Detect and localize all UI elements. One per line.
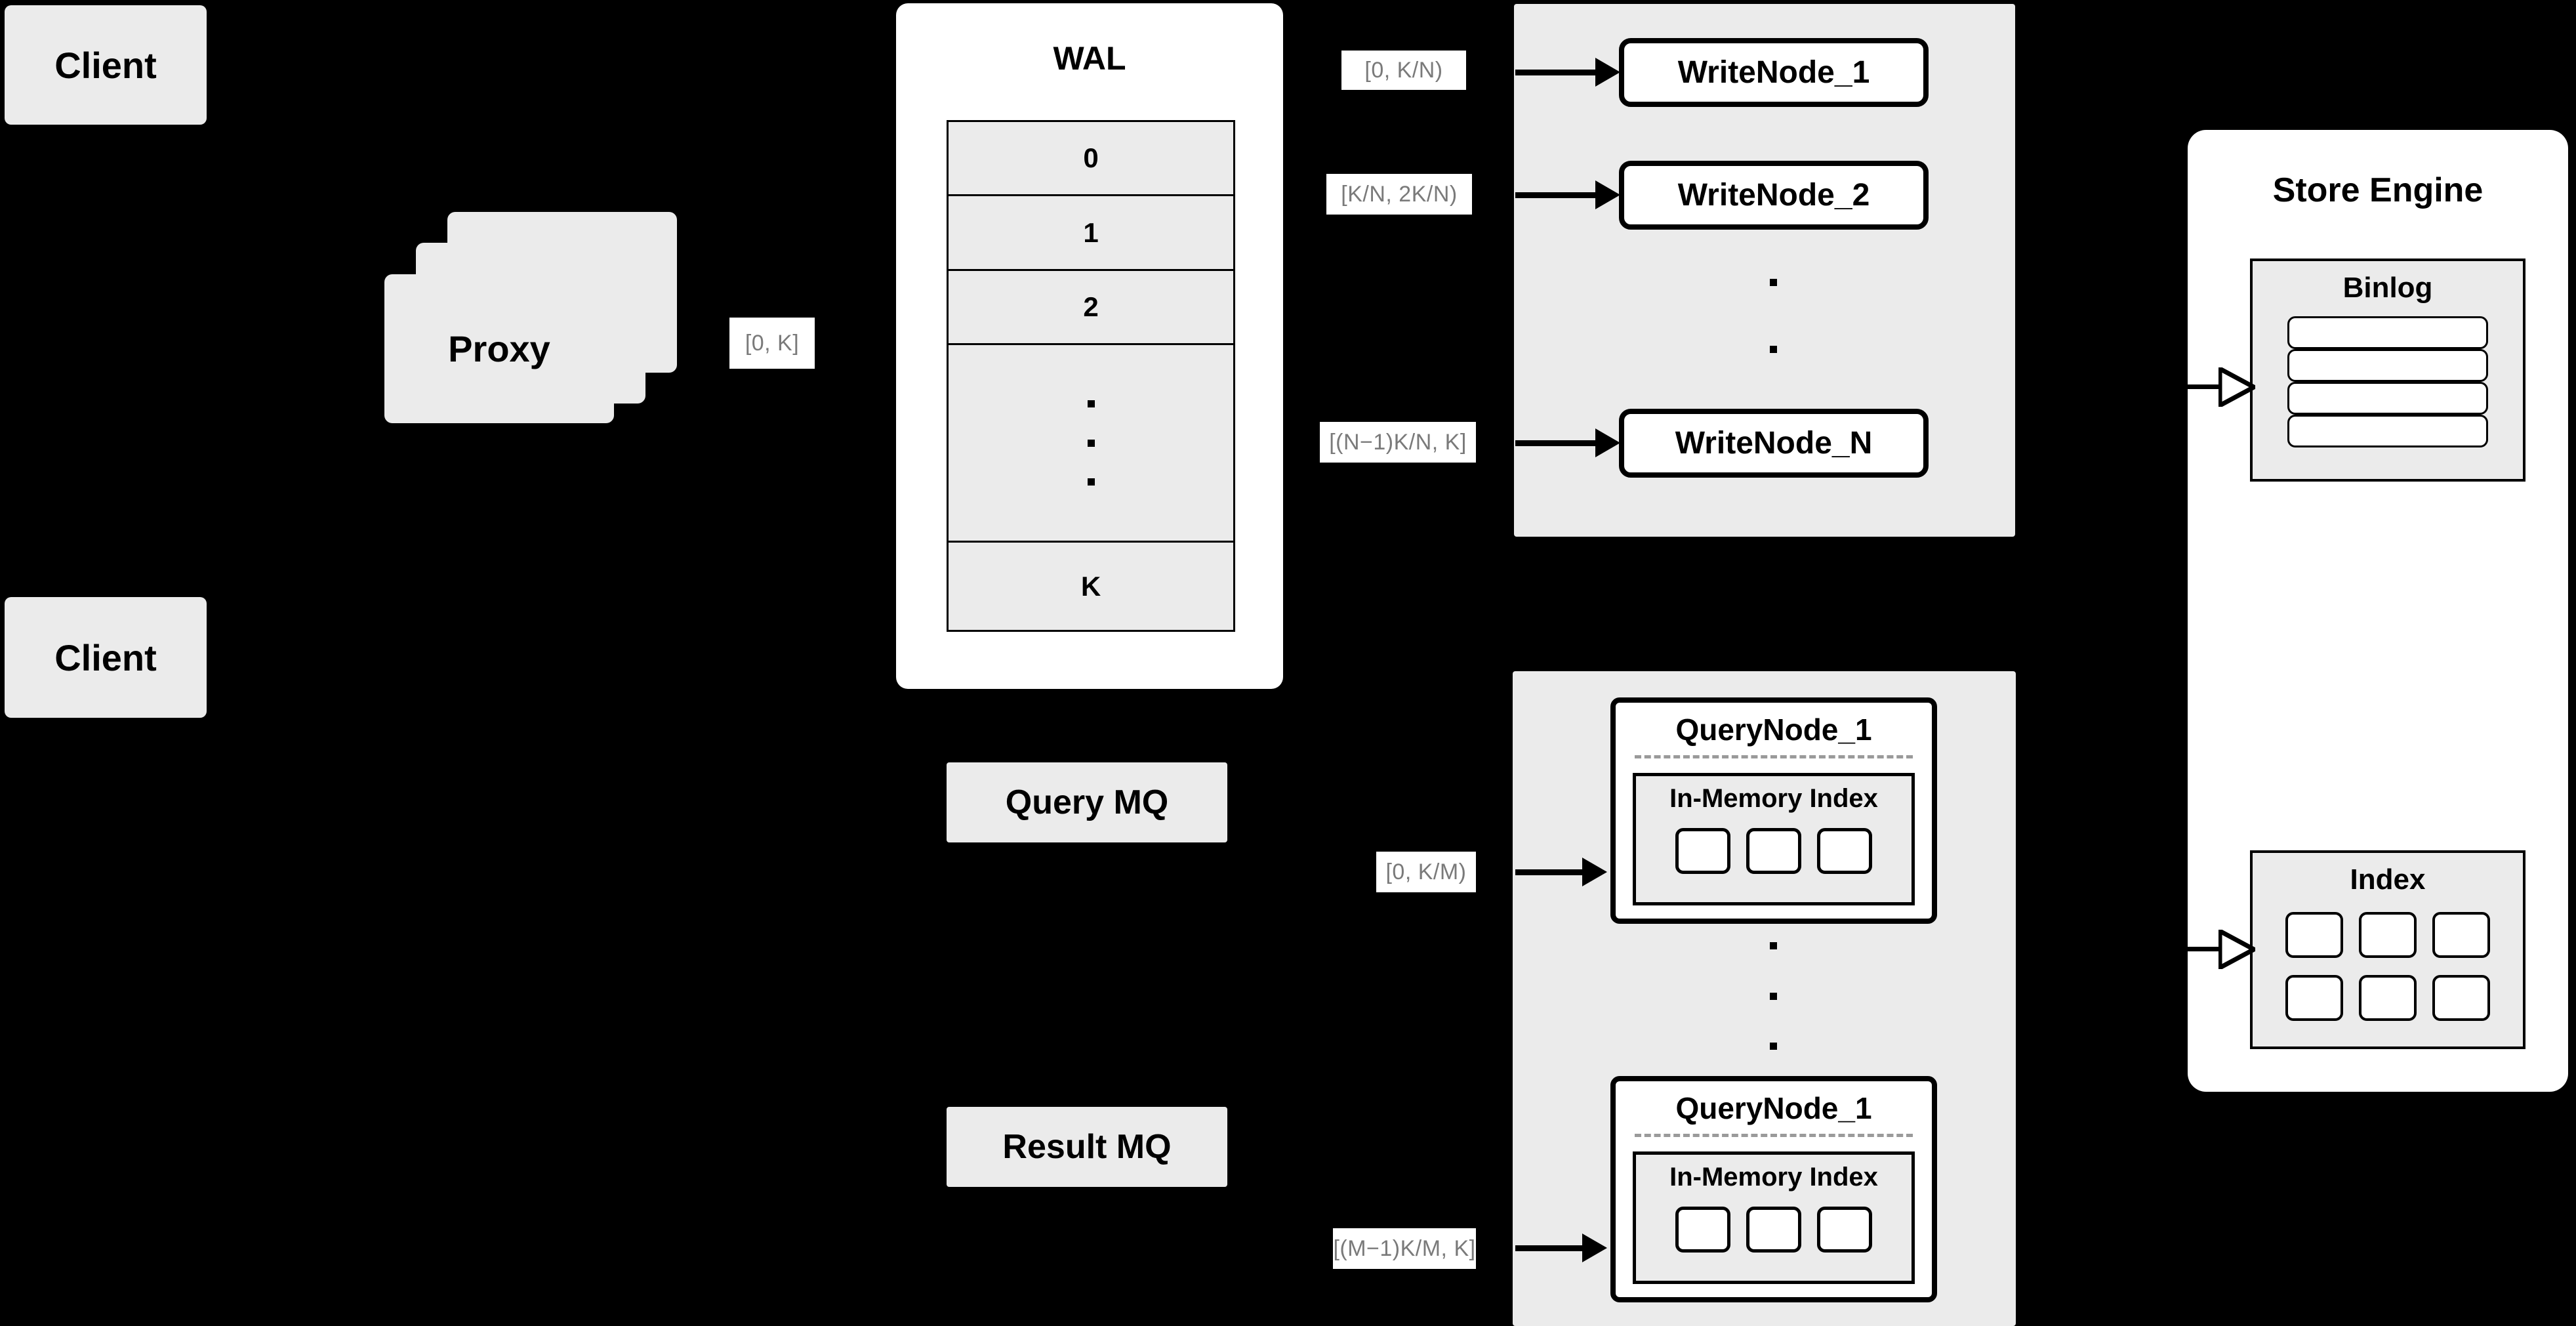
arrow-head-querynode-1 — [1582, 858, 1607, 886]
index-cell[interactable] — [1746, 1207, 1801, 1253]
proxy-node[interactable]: Proxy — [384, 274, 614, 423]
index-cell[interactable] — [1817, 828, 1872, 874]
arrow-wal-to-writenode-n — [1515, 440, 1602, 446]
store-engine-panel: Store Engine Binlog Index — [2188, 130, 2568, 1092]
query-node-m-divider — [1634, 1134, 1913, 1137]
write-node-n-label: WriteNode_N — [1675, 426, 1873, 461]
wal-row: 0 — [949, 122, 1233, 197]
binlog-bar[interactable] — [2287, 415, 2488, 447]
index-cell[interactable] — [2359, 975, 2417, 1021]
query-mq-node[interactable]: Query MQ — [947, 762, 1227, 842]
client-node-2[interactable]: Client — [5, 597, 207, 718]
query-cluster-ellipsis-icon — [1769, 942, 1777, 1050]
write-node-2[interactable]: WriteNode_2 — [1619, 161, 1929, 230]
edge-label-proxy-to-wal: [0, K] — [729, 318, 815, 369]
arrow-head-querynode-m — [1582, 1233, 1607, 1262]
index-cell[interactable] — [1746, 828, 1801, 874]
index-cell[interactable] — [1675, 1207, 1730, 1253]
binlog-bar[interactable] — [2287, 316, 2488, 349]
write-node-n[interactable]: WriteNode_N — [1619, 409, 1929, 478]
arrow-head-writenode-2 — [1595, 180, 1620, 209]
client-node-1[interactable]: Client — [5, 5, 207, 125]
result-mq-node[interactable]: Result MQ — [947, 1107, 1227, 1187]
proxy-node-label: Proxy — [448, 328, 550, 369]
edge-label-writenode-n: [(N−1)K/N, K] — [1320, 422, 1476, 463]
in-memory-index-title: In-Memory Index — [1669, 1163, 1878, 1191]
write-cluster-ellipsis-icon — [1769, 279, 1777, 420]
index-group: Index — [2250, 850, 2525, 1049]
edge-label-writenode-1: [0, K/N) — [1341, 51, 1466, 90]
query-node-1-divider — [1634, 755, 1913, 758]
write-node-2-label: WriteNode_2 — [1677, 178, 1870, 213]
write-node-1[interactable]: WriteNode_1 — [1619, 38, 1929, 107]
wal-panel: WAL 0 1 2 K — [896, 3, 1283, 689]
arrow-to-binlog — [2187, 384, 2224, 389]
edge-label-writenode-2: [K/N, 2K/N) — [1326, 174, 1472, 215]
binlog-group: Binlog — [2250, 259, 2525, 482]
arrow-mq-to-querynode-1 — [1515, 869, 1589, 875]
index-title: Index — [2350, 863, 2426, 896]
write-node-1-label: WriteNode_1 — [1677, 55, 1870, 90]
wal-row: K — [1080, 570, 1101, 602]
wal-row: 2 — [949, 271, 1233, 346]
query-node-m-title: QueryNode_1 — [1675, 1091, 1872, 1125]
result-mq-label: Result MQ — [1002, 1128, 1172, 1166]
index-cell[interactable] — [1817, 1207, 1872, 1253]
client-node-1-label: Client — [54, 44, 157, 86]
index-cell[interactable] — [2432, 975, 2490, 1021]
query-node-1-title: QueryNode_1 — [1675, 713, 1872, 747]
arrow-head-open-index — [2218, 930, 2255, 969]
binlog-bar[interactable] — [2287, 382, 2488, 415]
vertical-ellipsis-icon — [1087, 400, 1095, 486]
arrow-wal-to-writenode-1 — [1515, 70, 1602, 75]
index-cell[interactable] — [2285, 912, 2343, 958]
wal-row: 1 — [949, 196, 1233, 271]
query-mq-label: Query MQ — [1005, 783, 1169, 821]
arrow-wal-to-writenode-2 — [1515, 192, 1602, 198]
arrow-head-writenode-n — [1595, 428, 1620, 457]
query-node-m[interactable]: QueryNode_1 In-Memory Index — [1610, 1076, 1937, 1302]
in-memory-index-title: In-Memory Index — [1669, 784, 1878, 813]
index-cell[interactable] — [1675, 828, 1730, 874]
index-cell[interactable] — [2359, 912, 2417, 958]
query-node-1[interactable]: QueryNode_1 In-Memory Index — [1610, 697, 1937, 924]
store-engine-title: Store Engine — [2272, 171, 2484, 209]
query-node-1-in-memory-index: In-Memory Index — [1633, 773, 1915, 905]
query-node-m-in-memory-index: In-Memory Index — [1633, 1151, 1915, 1284]
client-node-2-label: Client — [54, 636, 157, 678]
index-cell[interactable] — [2285, 975, 2343, 1021]
index-cell[interactable] — [2432, 912, 2490, 958]
binlog-title: Binlog — [2342, 272, 2433, 304]
wal-row-ellipsis — [949, 345, 1233, 543]
arrow-head-writenode-1 — [1595, 58, 1620, 87]
arrow-head-open-binlog — [2218, 367, 2255, 407]
wal-title: WAL — [1053, 40, 1126, 77]
edge-label-querynode-m: [(M−1)K/M, K] — [1333, 1228, 1476, 1269]
arrow-mq-to-querynode-m — [1515, 1245, 1589, 1251]
arrow-to-index — [2187, 947, 2224, 951]
binlog-bar[interactable] — [2287, 349, 2488, 382]
wal-table: 0 1 2 K — [947, 120, 1235, 632]
edge-label-querynode-1: [0, K/M) — [1376, 852, 1476, 892]
